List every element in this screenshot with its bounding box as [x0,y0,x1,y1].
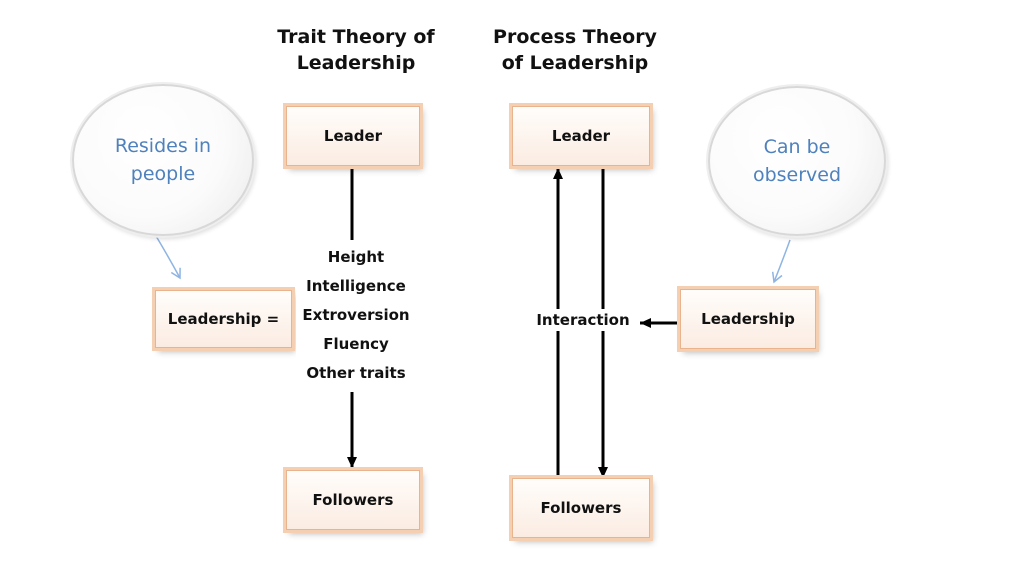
trait-extroversion: Extroversion [302,306,410,324]
trait-fluency: Fluency [323,335,389,353]
observed-bubble-pointer [771,239,791,284]
trait-leadership-box: Leadership = [155,290,292,348]
trait-list: Height Intelligence Extroversion Fluency… [296,243,416,388]
trait-height: Height [327,248,385,266]
process-theory-title: Process Theory of Leadership [493,26,657,74]
process-leadership-box: Leadership [680,289,816,349]
resides-in-people-bubble: Resides in people [72,84,254,236]
process-leader-box: Leader [512,106,650,166]
trait-theory-title: Trait Theory of Leadership [277,26,435,74]
trait-intelligence: Intelligence [306,277,406,295]
interaction-label: Interaction [536,309,630,331]
can-be-observed-bubble: Can be observed [708,86,886,236]
resides-bubble-pointer [155,235,181,280]
process-followers-box: Followers [512,478,650,538]
trait-leader-box: Leader [286,106,420,166]
trait-followers-box: Followers [286,470,420,530]
trait-other-traits: Other traits [306,364,406,382]
